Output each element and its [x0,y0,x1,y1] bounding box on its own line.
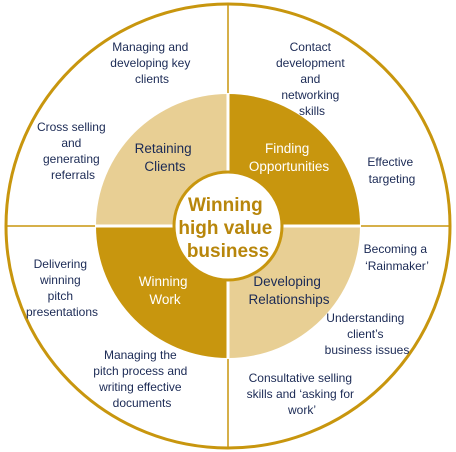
retaining-line-2: Clients [144,159,186,174]
quadrant-label-winning-work: Winning Work [139,274,192,307]
outer-item-managing-key-clients: Managing and developing key clients [110,40,193,86]
outer-item-contact-development: Contact development and networking skill… [276,40,348,118]
managing-pitch-line-3: writing effective [98,380,182,394]
consultative-line-3: work’ [287,403,316,417]
center-title: Winning high value business [178,195,277,262]
developing-line-2: Relationships [248,292,329,307]
cross-selling-line-4: referrals [51,168,95,182]
center-line-1: Winning [188,195,263,216]
delivering-line-2: winning [39,273,81,287]
delivering-line-4: presentations [26,305,98,319]
understanding-line-3: business issues [325,343,410,357]
delivering-line-3: pitch [48,289,73,303]
outer-item-cross-selling: Cross selling and generating referrals [37,120,109,182]
quadrant-label-retaining-clients: Retaining Clients [135,141,196,174]
managing-key-line-2: developing key [110,56,190,70]
finding-line-1: Finding [265,141,309,156]
targeting-line-1: Effective [367,155,413,169]
rainmaker-line-1: Becoming a [364,242,428,256]
delivering-line-1: Delivering [34,257,87,271]
center-line-3: business [187,241,269,262]
contact-line-5: skills [299,104,325,118]
targeting-line-2: targeting [369,172,416,186]
center-line-2: high value [178,218,272,239]
outer-item-understanding: Understanding client’s business issues [325,311,410,357]
managing-pitch-line-4: documents [113,396,172,410]
winning-work-line-1: Winning [139,274,188,289]
cross-selling-line-1: Cross selling [37,120,106,134]
cross-selling-line-3: generating [43,152,100,166]
rainmaker-line-2: ‘Rainmaker’ [365,259,429,273]
outer-item-effective-targeting: Effective targeting [367,155,416,186]
quadrant-label-finding-opportunities: Finding Opportunities [249,141,330,174]
managing-key-line-3: clients [135,72,169,86]
contact-line-1: Contact [290,40,332,54]
quadrant-label-developing-relationships: Developing Relationships [248,274,329,307]
understanding-line-2: client’s [347,327,383,341]
consultative-line-1: Consultative selling [249,371,352,385]
understanding-line-1: Understanding [326,311,404,325]
outer-item-delivering-pitch: Delivering winning pitch presentations [26,257,98,319]
outer-item-rainmaker: Becoming a ‘Rainmaker’ [364,242,431,273]
finding-line-2: Opportunities [249,159,330,174]
developing-line-1: Developing [253,274,321,289]
center-circle [172,170,284,282]
consultative-line-2: skills and ‘asking for [247,387,354,401]
outer-item-consultative: Consultative selling skills and ‘asking … [247,371,358,417]
contact-line-3: and [300,72,320,86]
managing-key-line-1: Managing and [112,40,188,54]
outer-item-managing-pitch: Managing the pitch process and writing e… [93,348,190,410]
retaining-line-1: Retaining [135,141,192,156]
managing-pitch-line-2: pitch process and [93,364,187,378]
contact-line-4: networking [281,88,339,102]
winning-work-line-2: Work [149,292,181,307]
contact-line-2: development [276,56,345,70]
managing-pitch-line-1: Managing the [104,348,177,362]
cross-selling-line-2: and [61,136,81,150]
